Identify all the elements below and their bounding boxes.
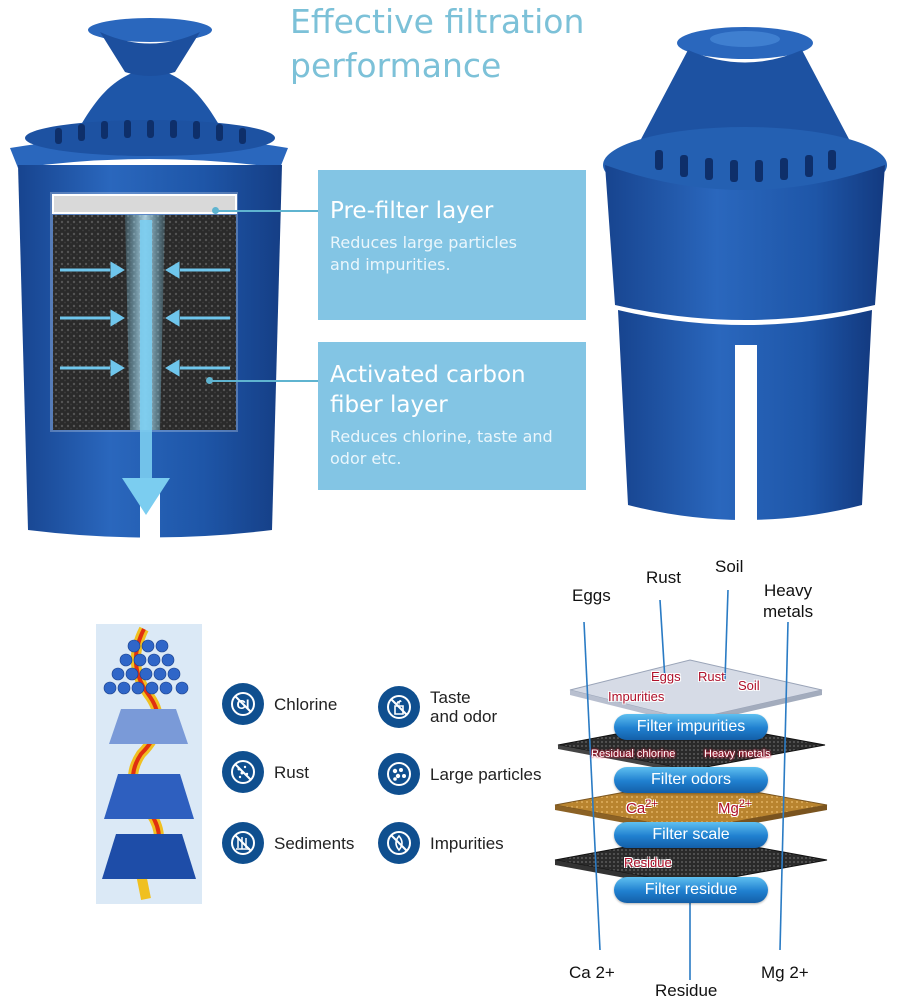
tag-eggs: Eggs	[651, 669, 681, 684]
feature-taste-odor: Taste and odor	[378, 686, 497, 728]
sediments-icon	[222, 822, 264, 864]
pill-filter-scale: Filter scale	[614, 822, 768, 848]
feature-label: Rust	[274, 762, 309, 782]
carbon-leader-dot	[206, 377, 213, 384]
impurities-icon	[378, 822, 420, 864]
rust-icon	[222, 751, 264, 793]
carbon-heading: Activated carbon fiber layer	[330, 362, 526, 418]
prefilter-leader-dot	[212, 207, 219, 214]
tag-residual-chlorine: Residual chlorine	[591, 748, 676, 760]
prefilter-info-box: Pre-filter layer Reduces large particles…	[318, 170, 586, 320]
tag-mg: Mg2+	[718, 798, 752, 817]
prefilter-heading: Pre-filter layer	[330, 198, 494, 224]
feature-label: Taste and odor	[430, 688, 498, 726]
carbon-leader	[212, 380, 318, 382]
input-rust: Rust	[646, 568, 681, 587]
feature-label: Chlorine	[274, 694, 338, 714]
feature-chlorine: Cl Chlorine	[222, 683, 337, 725]
taste-odor-icon	[378, 686, 420, 728]
output-mg: Mg 2+	[761, 963, 809, 982]
output-ca: Ca 2+	[569, 963, 615, 982]
feature-large-particles: Large particles	[378, 753, 542, 795]
tag-soil: Soil	[738, 678, 760, 693]
feature-label: Impurities	[430, 833, 504, 853]
feature-sediments: Sediments	[222, 822, 354, 864]
output-residue: Residue	[655, 981, 718, 1000]
carbon-description: Reduces chlorine, taste and odor etc.	[330, 427, 553, 468]
chlorine-icon: Cl	[222, 683, 264, 725]
cartridge-product	[603, 27, 887, 535]
feature-rust: Rust	[222, 751, 309, 793]
large-particles-icon	[378, 753, 420, 795]
tag-ca: Ca2+	[626, 798, 658, 817]
pill-filter-residue: Filter residue	[614, 877, 768, 903]
prefilter-description: Reduces large particles and impurities.	[330, 233, 517, 274]
feature-label: Large particles	[430, 764, 542, 784]
tag-residue: Residue	[624, 855, 672, 870]
page-title: Effective filtration performance	[290, 2, 585, 85]
input-eggs: Eggs	[572, 586, 611, 605]
filtration-layers-illustration	[96, 624, 202, 904]
pill-filter-impurities: Filter impurities	[614, 714, 768, 740]
pill-filter-odors: Filter odors	[614, 767, 768, 793]
feature-label: Sediments	[274, 833, 355, 853]
prefilter-leader	[218, 210, 318, 212]
tag-heavy-metals: Heavy metals	[704, 748, 771, 760]
carbon-info-box: Activated carbon fiber layer Reduces chl…	[318, 342, 586, 490]
input-soil: Soil	[715, 557, 744, 576]
tag-impurities: Impurities	[608, 689, 665, 704]
tag-rust: Rust	[698, 669, 725, 684]
feature-impurities: Impurities	[378, 822, 504, 864]
cartridge-cutaway	[10, 18, 288, 545]
input-heavy-metals: Heavy metals	[763, 581, 814, 621]
